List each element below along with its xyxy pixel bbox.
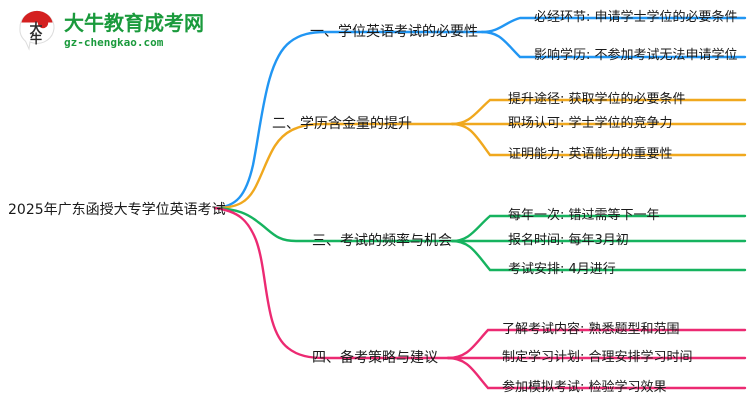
svg-text:牛: 牛 [30,31,42,46]
leaf-node-2-2[interactable]: 职场认可: 学士学位的竞争力 [508,116,673,131]
leaf-node-3-3[interactable]: 考试安排: 4月进行 [508,262,616,277]
leaf-node-3-1[interactable]: 每年一次: 错过需等下一年 [508,208,660,223]
leaf-node-3-2[interactable]: 报名时间: 每年3月初 [508,233,629,248]
logo-text-block: 大牛教育成考网 gz-chengkao.com [64,13,204,48]
logo-mark-icon: 大 牛 [16,8,58,52]
logo-brand-url: gz-chengkao.com [64,35,164,49]
leaf-node-1-1[interactable]: 必经环节: 申请学士学位的必要条件 [534,10,738,25]
branch-node-1[interactable]: 一、学位英语考试的必要性 [310,24,478,40]
branch-node-4[interactable]: 四、备考策略与建议 [312,350,438,366]
root-node-label[interactable]: 2025年广东函授大专学位英语考试 [8,202,226,218]
site-logo: 大 牛 大牛教育成考网 gz-chengkao.com [16,8,204,52]
svg-text:大: 大 [29,21,42,37]
branch-node-2[interactable]: 二、学历含金量的提升 [272,116,412,132]
leaf-node-1-2[interactable]: 影响学历: 不参加考试无法申请学位 [534,48,738,63]
branch-node-3[interactable]: 三、考试的频率与机会 [312,233,452,249]
leaf-node-4-2[interactable]: 制定学习计划: 合理安排学习时间 [502,350,693,365]
leaf-node-4-1[interactable]: 了解考试内容: 熟悉题型和范围 [502,322,680,337]
leaf-node-2-3[interactable]: 证明能力: 英语能力的重要性 [508,147,673,162]
logo-brand-name: 大牛教育成考网 [64,10,204,35]
leaf-node-4-3[interactable]: 参加模拟考试: 检验学习效果 [502,380,667,395]
leaf-node-2-1[interactable]: 提升途径: 获取学位的必要条件 [508,92,686,107]
